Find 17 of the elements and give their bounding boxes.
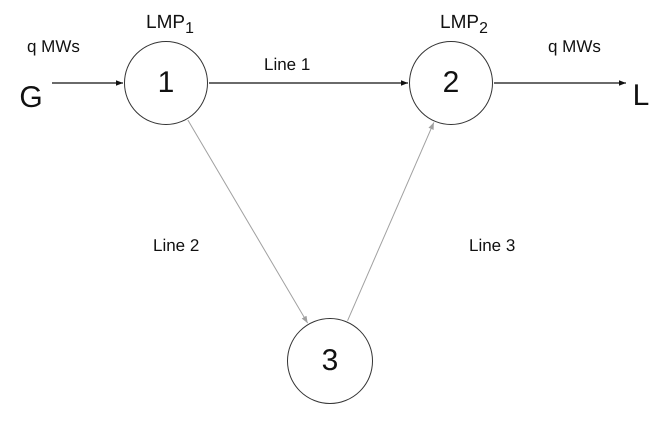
- price-label: LMP$_{2}$: [440, 12, 488, 38]
- bus-number: 3: [322, 346, 338, 376]
- arrow: [52, 80, 123, 86]
- bus-number: 2: [442, 68, 460, 98]
- terminal-label: L: [630, 78, 652, 114]
- edge-label: q MWs: [547, 37, 602, 57]
- bus-number: 1: [158, 68, 174, 98]
- terminal-label: G: [14, 80, 48, 116]
- arrow: [187, 120, 308, 324]
- arrow: [494, 80, 626, 86]
- arrow: [209, 80, 408, 86]
- bus-circle: [409, 41, 493, 125]
- price-label: LMP$_{1}$: [146, 12, 194, 38]
- bus-circle: [287, 318, 373, 404]
- arrow: [347, 122, 434, 322]
- edge-label: q MWs: [26, 37, 81, 57]
- bus-circle: [124, 41, 208, 125]
